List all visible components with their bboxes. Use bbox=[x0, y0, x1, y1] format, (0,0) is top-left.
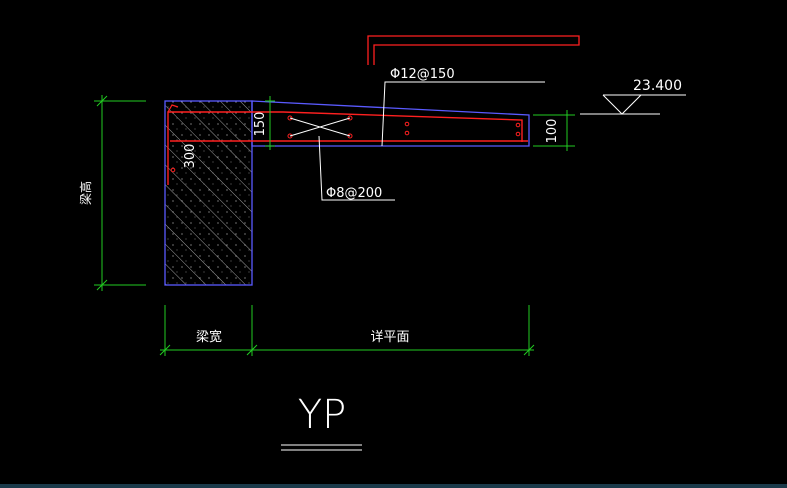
rebar-dot bbox=[170, 167, 176, 173]
drawing-title: YP bbox=[281, 392, 362, 451]
top-rebar bbox=[167, 111, 523, 185]
dist-rebar-leader bbox=[318, 135, 395, 201]
beam-section bbox=[164, 100, 253, 286]
title-text: YP bbox=[298, 392, 347, 438]
top-rebar-leader bbox=[381, 81, 545, 147]
bottom-dimension-chain: 梁宽 详平面 bbox=[159, 305, 535, 356]
slab-outline bbox=[251, 100, 530, 147]
rebar-dot bbox=[287, 133, 293, 139]
rebar-dot bbox=[347, 133, 353, 139]
rebar-dot bbox=[287, 115, 293, 121]
leaders bbox=[318, 81, 545, 201]
rebar-dot bbox=[515, 122, 521, 128]
viewport-bottom-edge bbox=[0, 484, 787, 488]
rebar-hook bbox=[167, 104, 179, 113]
tie-cross-b bbox=[289, 117, 351, 137]
rebar-group bbox=[167, 104, 528, 185]
overhang-label: 详平面 bbox=[370, 330, 409, 345]
top-rebar-detail-symbol bbox=[367, 35, 580, 65]
rebar-dot bbox=[404, 121, 410, 127]
beam-aggregate bbox=[165, 101, 252, 285]
beam-height-dimension: 梁高 bbox=[78, 95, 146, 291]
tip-thickness-dimension: 100 bbox=[533, 110, 575, 151]
elevation-marker: 23.400 bbox=[580, 78, 686, 115]
rebar-dot bbox=[404, 130, 410, 136]
rebar-dot bbox=[347, 115, 353, 121]
root-thickness-label: 150 bbox=[253, 112, 268, 137]
beam-outline bbox=[164, 100, 253, 286]
slab-outline-shape bbox=[251, 100, 530, 147]
elevation-label: 23.400 bbox=[633, 78, 682, 94]
tip-thickness-label: 100 bbox=[545, 119, 560, 144]
root-thickness-dimension: 150 bbox=[253, 96, 275, 150]
beam-height-label: 梁高 bbox=[78, 181, 93, 205]
beam-depth-label: 300 bbox=[183, 144, 198, 169]
dist-rebar-label: Φ8@200 bbox=[326, 186, 382, 201]
rebar-dot bbox=[515, 131, 521, 137]
beam-width-label: 梁宽 bbox=[196, 329, 222, 345]
top-rebar-label: Φ12@150 bbox=[390, 67, 455, 82]
